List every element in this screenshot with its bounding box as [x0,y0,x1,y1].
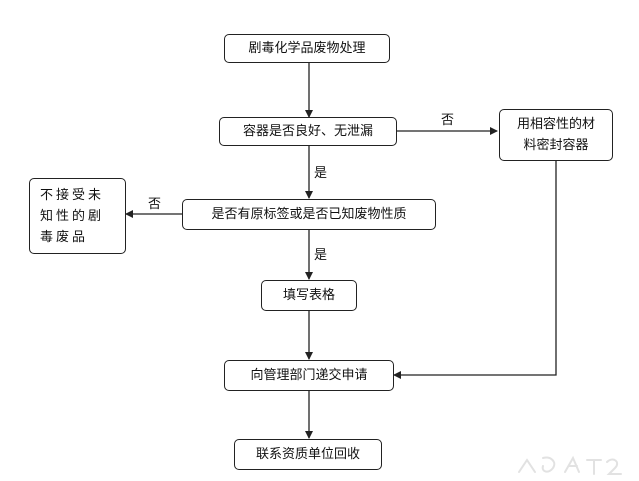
edge-label-label-no: 否 [148,197,162,212]
node-start: 剧毒化学品废物处理 [224,34,390,63]
watermark-logo-icon [518,455,622,475]
node-fill-form: 填写表格 [261,280,357,311]
edge-label-container-no: 否 [441,113,455,128]
node-reject-unknown: 不接受未 知性的剧 毒废品 [29,178,126,254]
node-label-check: 是否有原标签或是否已知废物性质 [182,199,436,230]
edge-label-label-yes: 是 [314,248,328,263]
node-container-check: 容器是否良好、无泄漏 [219,117,397,146]
node-contact-recycler: 联系资质单位回收 [234,439,382,470]
edge-label-container-yes: 是 [314,166,328,181]
node-seal-container: 用相容性的材 料密封容器 [499,109,613,161]
node-submit-application: 向管理部门递交申请 [224,360,394,391]
edge-seal-to-submit [393,161,557,379]
